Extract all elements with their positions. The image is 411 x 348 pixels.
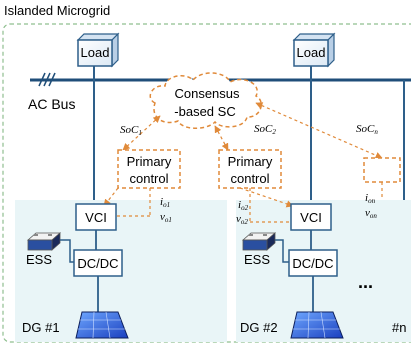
bus-hash-icon xyxy=(38,72,56,87)
soc1-label: SoC1 xyxy=(120,124,142,137)
dcdc-box-2: DC/DC xyxy=(288,249,338,277)
socn-label: SoCn xyxy=(356,123,378,136)
primary-label-line2: control xyxy=(230,171,269,186)
load-label-1: Load xyxy=(81,45,110,60)
ess-link-1 xyxy=(60,239,76,263)
socn-arrow xyxy=(255,102,383,159)
primary-control-box-n xyxy=(363,157,401,183)
load-box-1: Load xyxy=(76,32,120,68)
vci-box-1: VCI xyxy=(75,203,117,231)
primary-label-line2: control xyxy=(129,171,168,186)
sc-label-line2: -based SC xyxy=(174,104,235,119)
load-box-2: Load xyxy=(292,32,336,68)
ess-label-1: ESS xyxy=(26,252,52,267)
dg1-label: DG #1 xyxy=(22,320,60,335)
vci-label: VCI xyxy=(85,210,107,225)
von-label: von xyxy=(365,207,377,220)
ellipsis: ... xyxy=(358,272,373,292)
dg2-label: DG #2 xyxy=(240,320,278,335)
load-label-2: Load xyxy=(297,45,326,60)
io2-label: io2 xyxy=(238,199,249,212)
vo2-label: vo2 xyxy=(236,213,248,226)
solar-panel-icon-1 xyxy=(75,311,129,339)
ess-label-2: ESS xyxy=(244,252,270,267)
vci-label: VCI xyxy=(300,210,322,225)
dgn-label: #n xyxy=(392,320,406,335)
dcdc-label: DC/DC xyxy=(77,256,118,271)
soc2-label: SoC2 xyxy=(254,123,276,136)
diagram-title: Islanded Microgrid xyxy=(4,3,110,18)
vo1-label: vo1 xyxy=(160,211,172,224)
vci-box-2: VCI xyxy=(290,203,332,231)
primary-label-line1: Primary xyxy=(127,154,172,169)
primary-control-box-2: Primary control xyxy=(218,149,282,189)
dcdc-box-1: DC/DC xyxy=(73,249,123,277)
dcdc-label: DC/DC xyxy=(292,256,333,271)
ess-battery-icon-2 xyxy=(241,232,277,251)
primary-label-line1: Primary xyxy=(228,154,273,169)
ion-label: ion xyxy=(365,192,376,205)
consensus-sc-cloud: Consensus -based SC xyxy=(149,72,262,129)
primary-control-box-1: Primary control xyxy=(117,149,181,189)
io1-label: io1 xyxy=(160,196,170,209)
primary1-to-vci-arrow xyxy=(103,187,119,207)
ess-battery-icon-1 xyxy=(26,232,62,251)
ess-link-2 xyxy=(275,239,290,263)
soc2-arrow xyxy=(214,125,229,151)
sc-label-line1: Consensus xyxy=(174,86,240,101)
solar-panel-icon-2 xyxy=(290,311,344,339)
ac-bus-label: AC Bus xyxy=(28,96,75,112)
soc1-arrow xyxy=(122,115,161,151)
